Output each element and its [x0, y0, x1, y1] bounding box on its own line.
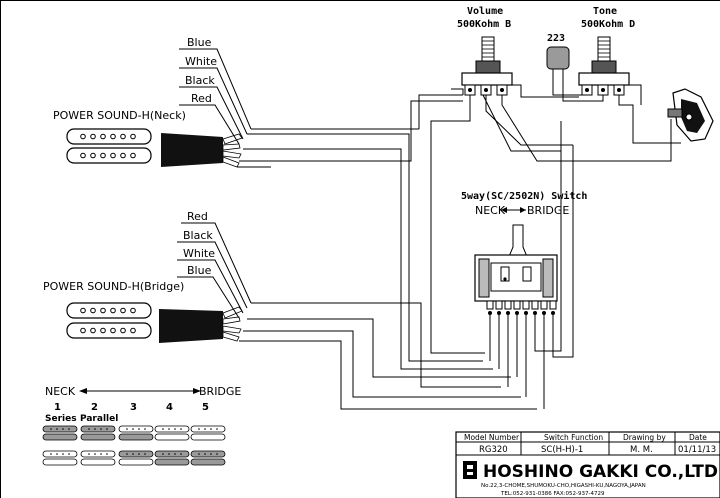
pos5-neck-pickup — [190, 425, 226, 441]
company-address: No.22,3-CHOME,SHUMOKU-CHO,HIGASHI-KU,NAG… — [481, 483, 646, 489]
position-number-4: 4 — [166, 402, 173, 413]
title-block-header-function: Switch Function — [544, 433, 603, 442]
neck-wire-label-3: Black — [185, 74, 215, 87]
volume-pot: Volume 500Kohm B — [457, 6, 513, 96]
bridge-cable-leads — [222, 306, 243, 342]
bridge-pickup-group: POWER SOUND-H(Bridge) Red Black White Bl… — [43, 210, 252, 343]
switch-title: 5way(SC/2502N) Switch — [461, 190, 587, 202]
wiring — [237, 84, 681, 410]
volume-pot-value: 500Kohm B — [457, 19, 511, 30]
capacitor-value: 223 — [547, 33, 565, 44]
neck-wire-label-2: White — [185, 55, 217, 68]
bridge-wire-labels: Red Black White Blue — [183, 210, 215, 277]
pos3-bridge-pickup — [118, 450, 154, 466]
output-jack — [667, 88, 714, 142]
position-number-1: 1 — [54, 402, 61, 413]
tone-pot-title: Tone — [593, 6, 617, 17]
position-number-3: 3 — [130, 402, 137, 413]
title-block-function: SC(H-H)-1 — [541, 445, 583, 455]
positions-neck-label: NECK — [45, 385, 76, 398]
position-number-2: 2 — [91, 402, 98, 413]
title-block: Model Number Switch Function Drawing by … — [455, 431, 720, 498]
bridge-wire-label-4: Blue — [187, 264, 212, 277]
title-block-header-date: Date — [689, 433, 707, 442]
title-block-header-model: Model Number — [464, 433, 520, 442]
bridge-pickup — [66, 302, 152, 339]
pos2-bridge-pickup — [80, 450, 116, 466]
neck-pickup-group: POWER SOUND-H(Neck) Blue White Black Red — [53, 36, 252, 168]
position-chart: NECK BRIDGE 1 2 3 4 5 Series Parallel — [42, 385, 241, 466]
neck-cable — [161, 133, 223, 167]
pos1-bridge-pickup — [42, 450, 78, 466]
bridge-wire-label-3: White — [183, 247, 215, 260]
pos2-neck-pickup — [80, 425, 116, 441]
title-block-model: RG320 — [479, 445, 508, 455]
pos4-neck-pickup — [154, 425, 190, 441]
bridge-pickup-label: POWER SOUND-H(Bridge) — [43, 280, 184, 293]
neck-wire-labels: Blue White Black Red — [185, 36, 217, 105]
position-sublabel-series: Series — [45, 414, 77, 424]
title-block-header-drawing: Drawing by — [623, 433, 666, 442]
neck-pickup — [66, 128, 152, 164]
switch-neck-label: NECK — [475, 204, 506, 217]
pos1-neck-pickup — [42, 425, 78, 441]
volume-pot-title: Volume — [467, 6, 503, 17]
bridge-wire-label-1: Red — [187, 210, 208, 223]
pos4-bridge-pickup — [154, 450, 190, 466]
title-block-date: 01/11/13 — [678, 445, 716, 455]
bridge-wire-label-2: Black — [183, 229, 213, 242]
five-way-switch: 5way(SC/2502N) Switch NECK BRIDGE — [461, 190, 587, 315]
pos5-bridge-pickup — [190, 450, 226, 466]
switch-bridge-label: BRIDGE — [527, 204, 569, 217]
neck-cable-leads — [222, 133, 243, 168]
company-contact: TEL:052-931-0386 FAX:052-937-4729 — [500, 491, 605, 497]
title-block-drawn-by: M. M. — [630, 445, 653, 455]
tone-pot-value: 500Kohm D — [581, 19, 635, 30]
position-sublabel-parallel: Parallel — [80, 414, 118, 424]
bridge-cable — [159, 309, 223, 343]
neck-wire-label-1: Blue — [187, 36, 212, 49]
positions-bridge-label: BRIDGE — [199, 385, 241, 398]
tone-capacitor: 223 — [546, 33, 604, 102]
pos3-neck-pickup — [118, 425, 154, 441]
company-logo-mark — [463, 461, 477, 479]
neck-wire-label-4: Red — [191, 92, 212, 105]
neck-pickup-label: POWER SOUND-H(Neck) — [53, 109, 186, 122]
tone-pot: Tone 500Kohm D — [578, 6, 635, 96]
company-name: HOSHINO GAKKI CO.,LTD. — [483, 462, 720, 482]
position-number-5: 5 — [202, 402, 209, 413]
